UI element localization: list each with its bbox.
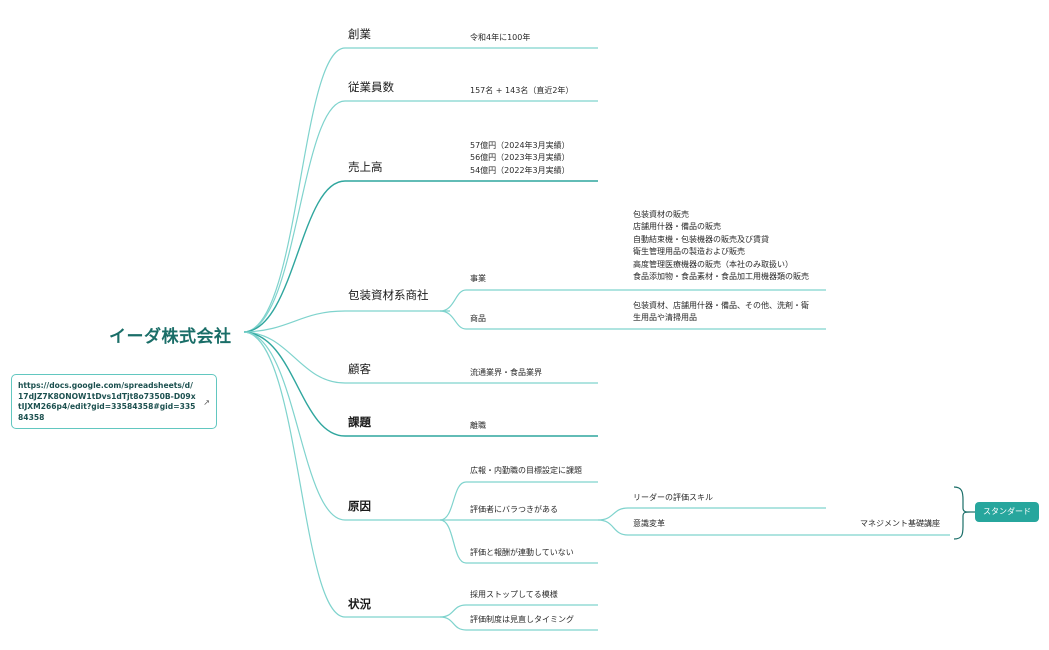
evaluator-sub[interactable]: リーダーの評価スキル [633,493,713,502]
topic-issues[interactable]: 課題 [348,415,371,429]
cause-item[interactable]: 評価と報酬が連動していない [470,548,574,557]
link-url[interactable]: https://docs.google.com/spreadsheets/d/1… [18,381,196,422]
root-topic[interactable]: イーダ株式会社 [109,327,232,347]
topic-employees[interactable]: 従業員数 [348,80,394,94]
sales-line: 54億円（2022年3月実績） [470,165,570,175]
summary-badge[interactable]: スタンダード [975,502,1039,522]
business-items[interactable]: 包装資材の販売 店舗用什器・備品の販売 自動結束機・包装機器の販売及び賃貸 衛生… [633,209,809,283]
topic-founding[interactable]: 創業 [348,27,371,41]
evaluator-sub[interactable]: 意識変革 [633,519,665,528]
founding-detail[interactable]: 令和4年に100年 [470,33,531,42]
business-item: 自動結束機・包装機器の販売及び賃貸 [633,234,769,244]
business-item: 食品添加物・食品素材・食品加工用機器類の販売 [633,272,809,282]
situation-item[interactable]: 評価制度は見直しタイミング [470,615,574,624]
issues-detail[interactable]: 離職 [470,421,486,430]
awareness-sub[interactable]: マネジメント基礎講座 [860,519,940,528]
sales-line: 57億円（2024年3月実績） [470,141,570,150]
topic-packaging[interactable]: 包装資材系商社 [348,288,429,302]
packaging-products[interactable]: 商品 [470,314,486,323]
sales-line: 56億円（2023年3月実績） [470,153,570,163]
topic-customers[interactable]: 顧客 [348,362,371,376]
topic-causes[interactable]: 原因 [348,499,371,513]
topic-situation[interactable]: 状況 [348,597,371,611]
packaging-business[interactable]: 事業 [470,274,486,283]
products-items[interactable]: 包装資材、店舗用什器・備品、その他、洗剤・衛 生用品や清掃用品 [633,300,809,325]
customers-detail[interactable]: 流通業界・食品業界 [470,368,542,377]
employees-detail[interactable]: 157名 + 143名（直近2年） [470,86,574,95]
topic-sales[interactable]: 売上高 [348,160,383,174]
business-item: 包装資材の販売 [633,210,689,219]
business-item: 店舗用什器・備品の販売 [633,222,721,232]
external-link-icon[interactable]: ↗ [203,398,210,407]
cause-item[interactable]: 評価者にバラつきがある [470,505,558,514]
products-line: 生用品や清掃用品 [633,313,697,323]
cause-item[interactable]: 広報・内勤職の目標設定に課題 [470,466,582,475]
sales-detail[interactable]: 57億円（2024年3月実績） 56億円（2023年3月実績） 54億円（202… [470,140,570,177]
business-item: 高度管理医療機器の販売（本社のみ取扱い） [633,259,793,269]
business-item: 衛生管理用品の製造および販売 [633,247,745,257]
products-line: 包装資材、店舗用什器・備品、その他、洗剤・衛 [633,301,809,310]
situation-item[interactable]: 採用ストップしてる模様 [470,590,558,599]
link-card[interactable]: https://docs.google.com/spreadsheets/d/1… [11,374,217,429]
